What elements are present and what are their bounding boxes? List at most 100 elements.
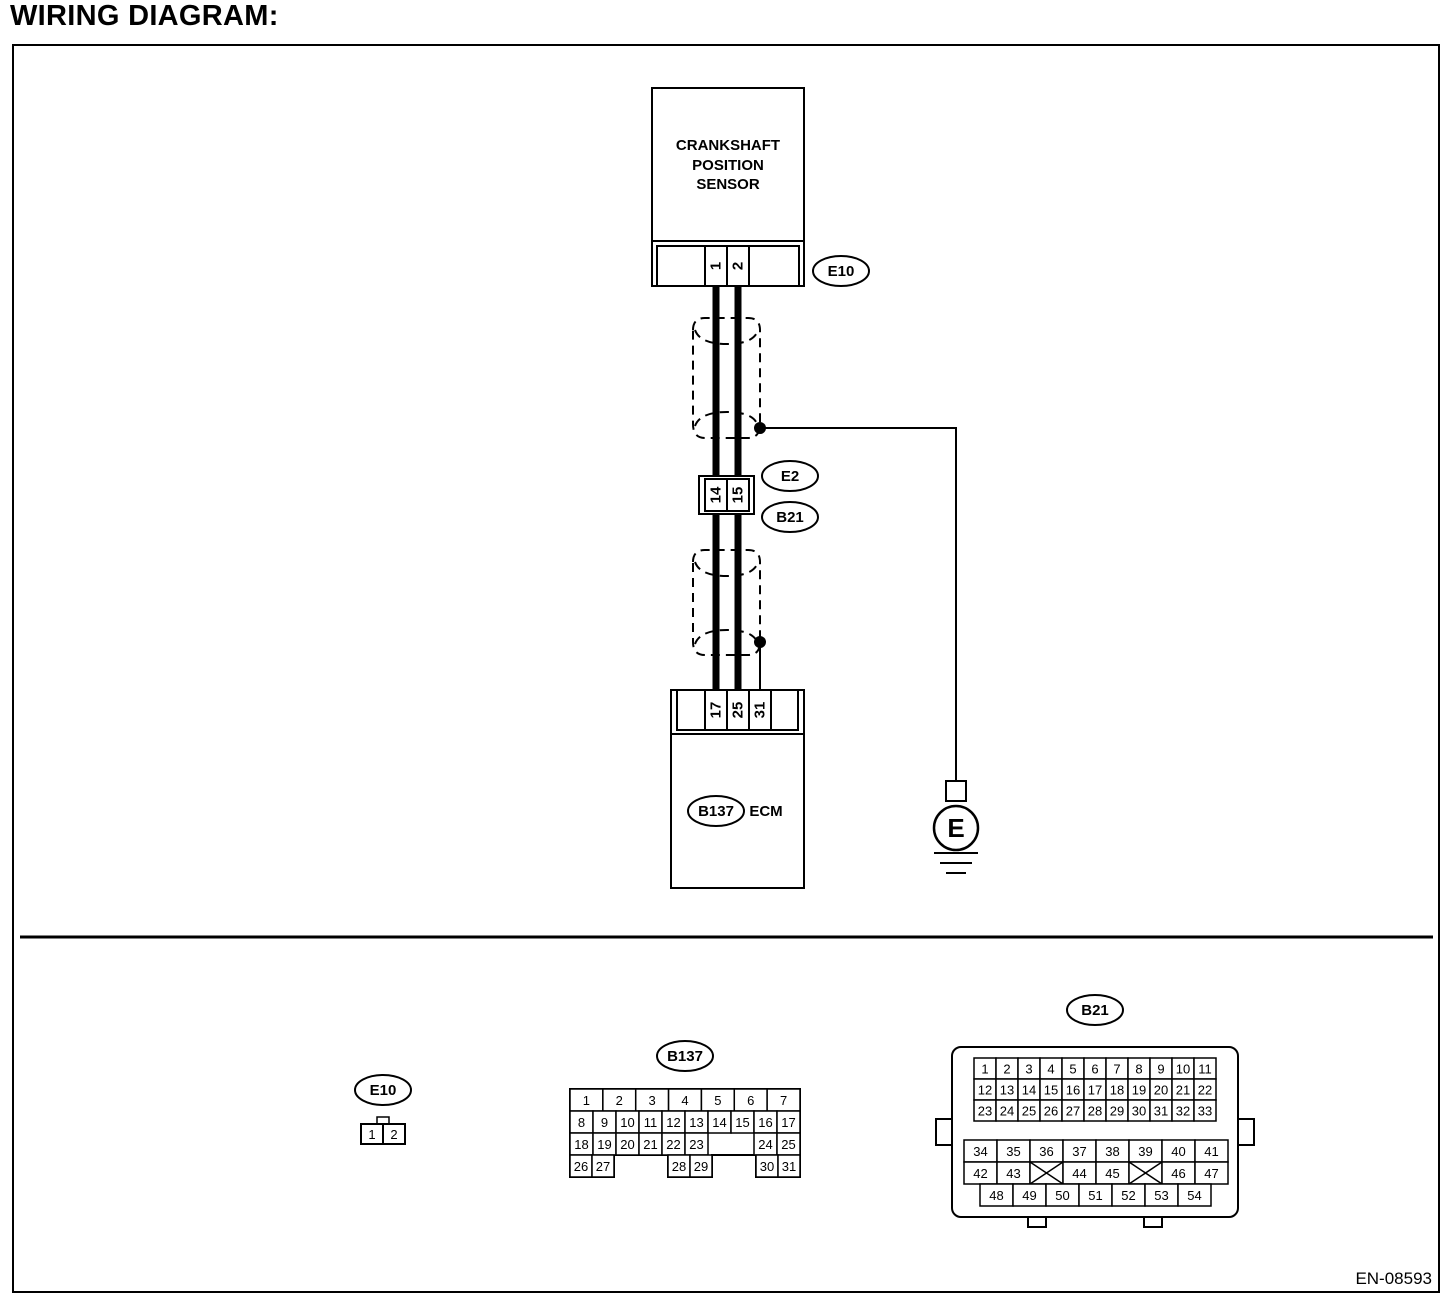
pin-number: 25 xyxy=(781,1137,795,1152)
blank-pin-mark xyxy=(1128,1161,1163,1185)
pin-number: 22 xyxy=(1198,1083,1212,1098)
svg-text:B137: B137 xyxy=(667,1048,703,1065)
ecm-pin-17: 17 xyxy=(708,702,725,719)
pin-number: 37 xyxy=(1072,1144,1086,1159)
ecm: 17 25 31 B137 ECM xyxy=(670,689,805,889)
connector-tag-b21: B21 xyxy=(761,501,819,533)
pin-number: 12 xyxy=(666,1115,680,1130)
pin-number: 27 xyxy=(596,1159,610,1174)
pin-number: 10 xyxy=(1176,1062,1190,1077)
svg-text:E10: E10 xyxy=(828,263,855,280)
svg-text:E2: E2 xyxy=(781,468,799,485)
pin-number: 46 xyxy=(1171,1166,1185,1181)
wire-shield-lower xyxy=(692,549,761,656)
pin-number: 19 xyxy=(597,1137,611,1152)
pin-number: 28 xyxy=(672,1159,686,1174)
pin-number: 11 xyxy=(644,1115,658,1130)
pin-number: 18 xyxy=(1110,1083,1124,1098)
svg-text:E10: E10 xyxy=(370,1082,397,1099)
pin-number: 22 xyxy=(666,1137,680,1152)
pin-number: 16 xyxy=(1066,1083,1080,1098)
drawing-code: EN-08593 xyxy=(1355,1269,1432,1288)
pin-number: 14 xyxy=(1022,1083,1036,1098)
sensor-name-line-1: CRANKSHAFT xyxy=(676,137,780,154)
shield-ground-wire xyxy=(760,427,957,781)
pin-cell xyxy=(689,1154,713,1178)
joint-pin-15: 15 xyxy=(730,487,747,504)
svg-text:2: 2 xyxy=(390,1127,397,1142)
pin-number: 14 xyxy=(712,1115,726,1130)
pin-number: 48 xyxy=(989,1188,1003,1203)
pin-number: 54 xyxy=(1187,1188,1201,1203)
pin-number: 7 xyxy=(1113,1062,1120,1077)
pin-number: 30 xyxy=(760,1159,774,1174)
pin-number: 25 xyxy=(1022,1104,1036,1119)
joint-connector: 14 15 xyxy=(698,475,755,515)
pin-number: 24 xyxy=(1000,1104,1014,1119)
pin-number: 53 xyxy=(1154,1188,1168,1203)
sensor-name-line-3: SENSOR xyxy=(696,176,760,193)
wire-shield-upper xyxy=(692,317,761,439)
svg-text:B21: B21 xyxy=(776,509,804,526)
page-title: WIRING DIAGRAM: xyxy=(10,0,279,32)
pin-number: 30 xyxy=(1132,1104,1146,1119)
pin-number: 5 xyxy=(714,1093,721,1108)
pin-number: 52 xyxy=(1121,1188,1135,1203)
pin-number: 9 xyxy=(601,1115,608,1130)
pin-number: 38 xyxy=(1105,1144,1119,1159)
pin-number: 7 xyxy=(780,1093,787,1108)
pin-number: 47 xyxy=(1204,1166,1218,1181)
pin-number: 23 xyxy=(689,1137,703,1152)
ecm-pin-31: 31 xyxy=(752,702,769,719)
pin-number: 29 xyxy=(694,1159,708,1174)
sensor-name-line-2: POSITION xyxy=(692,157,764,174)
pin-number: 9 xyxy=(1157,1062,1164,1077)
pin-number: 10 xyxy=(620,1115,634,1130)
pin-number: 21 xyxy=(643,1137,657,1152)
pin-number: 36 xyxy=(1039,1144,1053,1159)
svg-text:B21: B21 xyxy=(1081,1002,1109,1019)
pin-number: 19 xyxy=(1132,1083,1146,1098)
pin-number: 34 xyxy=(973,1144,987,1159)
pin-number: 51 xyxy=(1088,1188,1102,1203)
pin-number: 29 xyxy=(1110,1104,1124,1119)
pin-number: 31 xyxy=(782,1159,796,1174)
pin-cell xyxy=(1177,1183,1212,1207)
pin-cell xyxy=(1193,1099,1217,1122)
pin-number: 1 xyxy=(981,1062,988,1077)
ecm-connector-label: B137 xyxy=(698,803,734,820)
connector-tag-e10: E10 xyxy=(812,255,870,287)
pin-number: 17 xyxy=(1088,1083,1102,1098)
pin-number: 35 xyxy=(1006,1144,1020,1159)
pin-number: 4 xyxy=(1047,1062,1054,1077)
pin-number: 40 xyxy=(1171,1144,1185,1159)
pin-number: 49 xyxy=(1022,1188,1036,1203)
pin-number: 5 xyxy=(1069,1062,1076,1077)
pin-number: 50 xyxy=(1055,1188,1069,1203)
pin-number: 26 xyxy=(1044,1104,1058,1119)
ground-letter: E xyxy=(947,813,964,843)
pin-number: 13 xyxy=(689,1115,703,1130)
pin-number: 11 xyxy=(1198,1062,1212,1077)
pin-number: 24 xyxy=(758,1137,772,1152)
pin-number: 21 xyxy=(1176,1083,1190,1098)
pin-number: 20 xyxy=(620,1137,634,1152)
svg-text:1: 1 xyxy=(368,1127,375,1142)
pin-number: 15 xyxy=(735,1115,749,1130)
pin-number: 16 xyxy=(758,1115,772,1130)
pin-number: 3 xyxy=(1025,1062,1032,1077)
pin-number: 20 xyxy=(1154,1083,1168,1098)
pin-number: 8 xyxy=(578,1115,585,1130)
pin-number: 18 xyxy=(574,1137,588,1152)
pin-number: 8 xyxy=(1135,1062,1142,1077)
pin-number: 2 xyxy=(616,1093,623,1108)
connector-tag-b137 xyxy=(687,795,745,827)
pin-number: 39 xyxy=(1138,1144,1152,1159)
pin-number: 4 xyxy=(681,1093,688,1108)
sensor-pin-2: 2 xyxy=(730,262,747,270)
pin-number: 33 xyxy=(1198,1104,1212,1119)
pin-number: 45 xyxy=(1105,1166,1119,1181)
pin-number: 44 xyxy=(1072,1166,1086,1181)
